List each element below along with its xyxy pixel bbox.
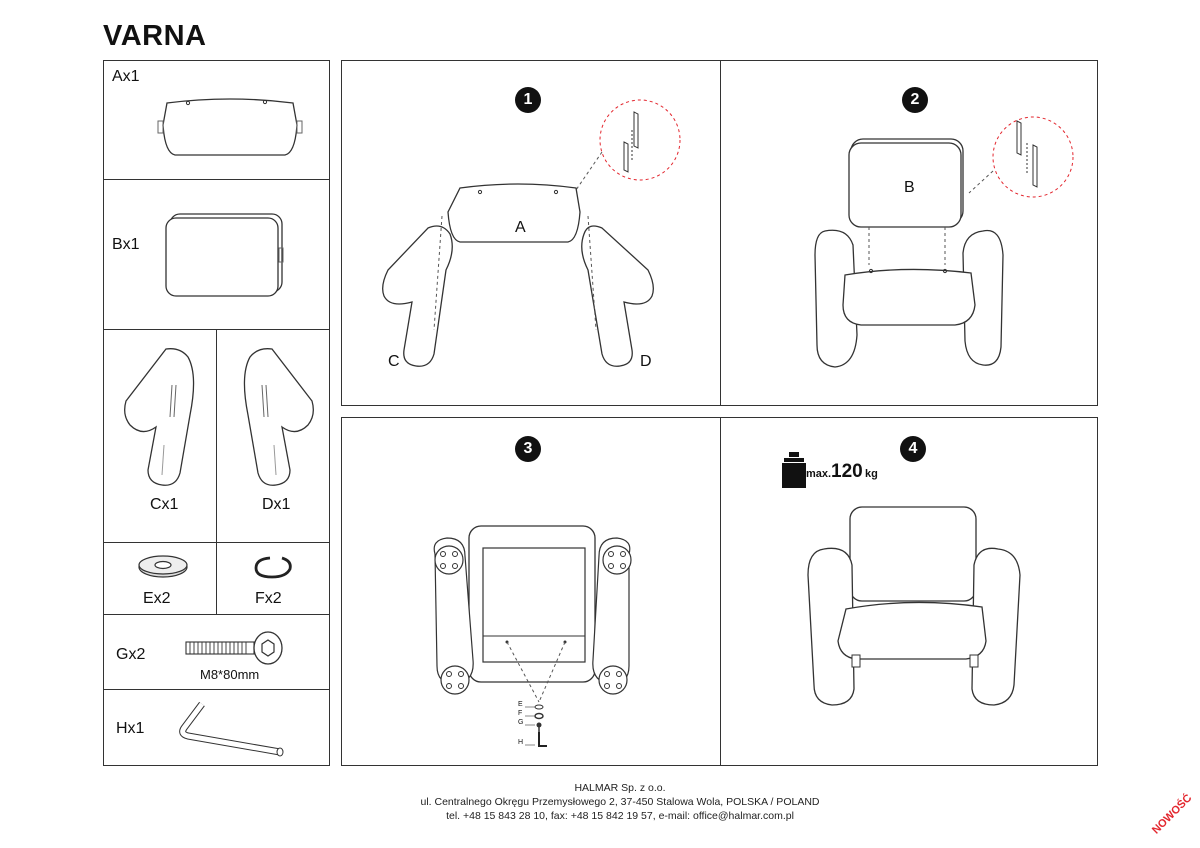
- step-1-letter-a: A: [515, 219, 526, 236]
- step-number-2: 2: [902, 87, 928, 113]
- step-1-drawing: [382, 99, 681, 367]
- spring-washer-icon: [254, 556, 292, 579]
- footer-contact: tel. +48 15 843 28 10, fax: +48 15 842 1…: [446, 810, 794, 822]
- step-panel-4: [720, 417, 1098, 766]
- part-a-label: Ax1: [112, 68, 140, 85]
- part-d-label: Dx1: [262, 496, 291, 513]
- part-f-label: Fx2: [255, 590, 282, 607]
- step-3-drawing: [433, 525, 632, 747]
- hardware-label-e: E: [518, 701, 523, 708]
- part-d-drawing: [243, 348, 314, 486]
- hardware-label-h: H: [518, 739, 524, 746]
- part-e-label: Ex2: [143, 590, 171, 607]
- weight-value: 120: [831, 461, 863, 482]
- weight-icon: [782, 452, 806, 488]
- step-4-drawing: [807, 506, 1021, 706]
- part-c-label: Cx1: [150, 496, 179, 513]
- step-2-letter-b: B: [904, 179, 915, 196]
- parts-divider: [216, 329, 217, 542]
- parts-list: [103, 60, 330, 766]
- footer-company: HALMAR Sp. z o.o.: [574, 782, 666, 794]
- footer-address: ul. Centralnego Okręgu Przemysłowego 2, …: [420, 796, 820, 808]
- part-b-label: Bx1: [112, 236, 140, 253]
- parts-divider: [103, 614, 330, 615]
- step-number-4: 4: [900, 436, 926, 462]
- allen-key-icon: [179, 701, 284, 757]
- part-h-label: Hx1: [116, 720, 145, 737]
- part-c-drawing: [124, 348, 195, 486]
- hardware-label-g: G: [518, 719, 524, 726]
- parts-divider: [103, 689, 330, 690]
- weight-unit: kg: [865, 468, 878, 480]
- weight-prefix: max.: [806, 468, 832, 480]
- hardware-label-f: F: [518, 710, 523, 717]
- step-1-letter-d: D: [640, 353, 652, 370]
- part-g-spec: M8*80mm: [200, 667, 260, 682]
- step-number-3: 3: [515, 436, 541, 462]
- washer-icon: [138, 555, 188, 578]
- page-title: VARNA: [103, 20, 207, 52]
- bolt-icon: [185, 631, 283, 665]
- step-number-1: 1: [515, 87, 541, 113]
- step-1-letter-c: C: [388, 353, 400, 370]
- step-panel-2: [720, 60, 1098, 406]
- step-2-drawing: [814, 116, 1074, 368]
- part-g-label: Gx2: [116, 646, 146, 663]
- parts-divider: [103, 179, 330, 180]
- parts-divider: [216, 542, 217, 614]
- part-a-drawing: [157, 98, 303, 156]
- part-b-drawing: [165, 213, 284, 297]
